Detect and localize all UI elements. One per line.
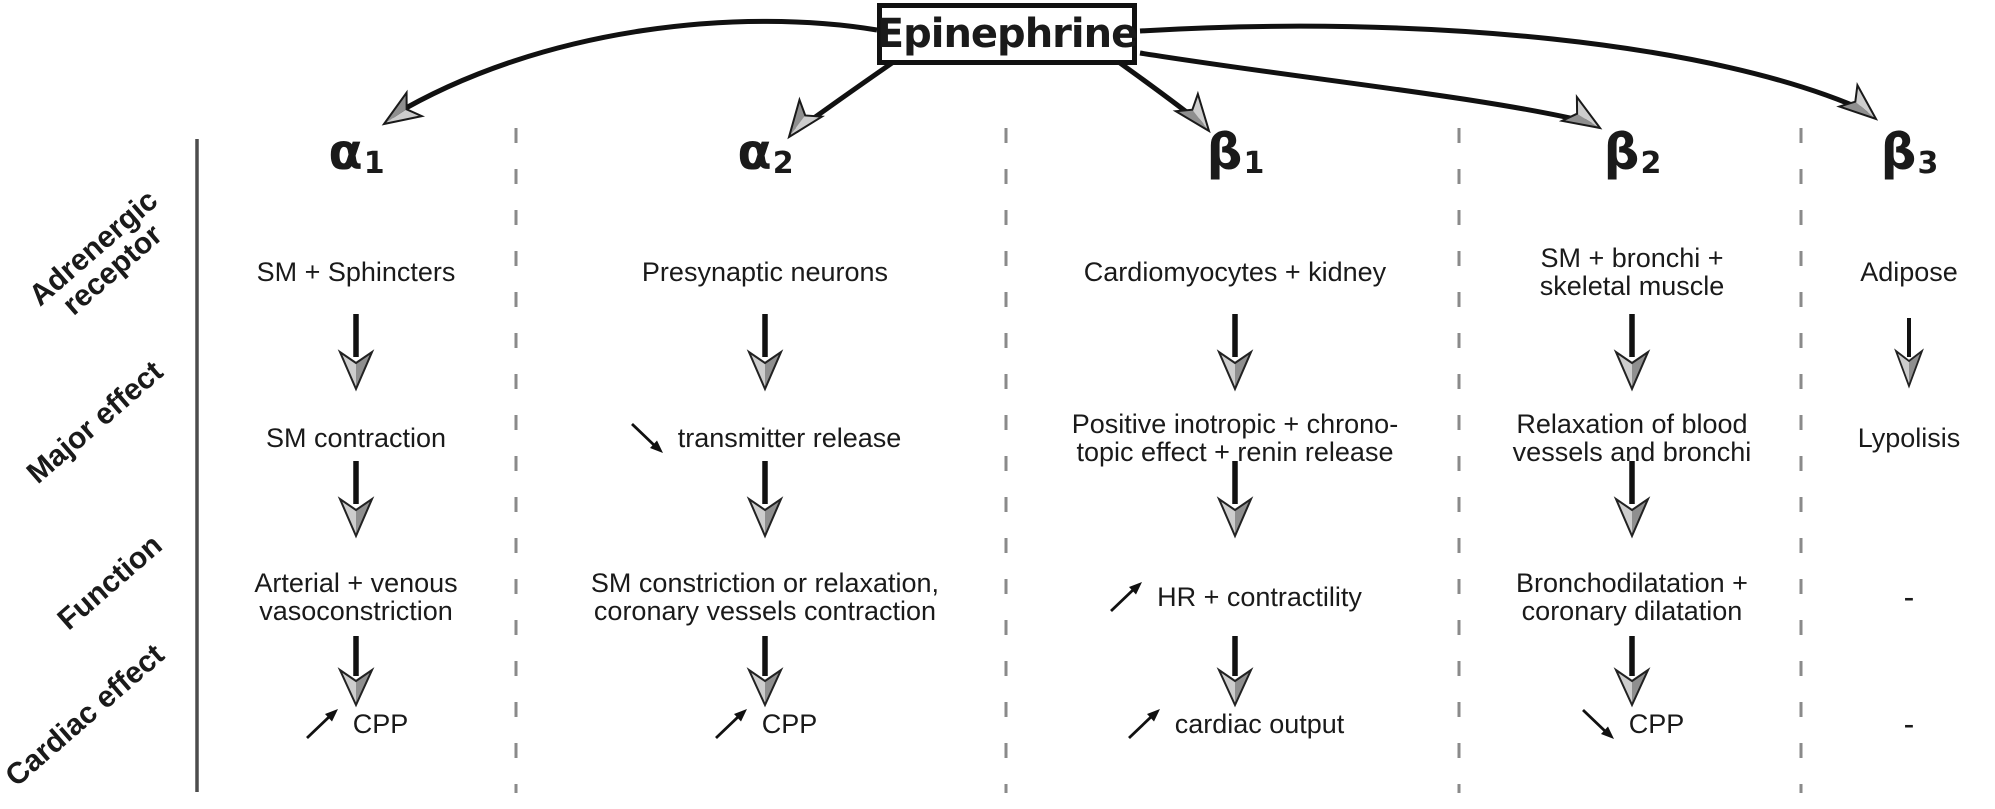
- increase-arrow-icon: [305, 709, 338, 740]
- receptor-subscript: 1: [1243, 146, 1265, 181]
- column-beta2: β2 SM + bronchi + skeletal muscle Relaxa…: [1472, 0, 1792, 809]
- text-line: Presynaptic neurons: [641, 257, 889, 287]
- major-effect-alpha1: SM contraction: [201, 396, 511, 480]
- text-line: Cardiomyocytes + kidney: [1083, 257, 1387, 287]
- text-line: SM + Sphincters: [256, 257, 456, 287]
- cardiac-effect-alpha1: CPP: [201, 692, 511, 756]
- target-tissue-beta1: Cardiomyocytes + kidney: [1015, 230, 1455, 314]
- function-alpha1: Arterial + venous vasoconstriction: [201, 555, 511, 639]
- target-tissue-alpha2: Presynaptic neurons: [530, 230, 1000, 314]
- cardiac-effect-alpha2: CPP: [530, 692, 1000, 756]
- function-beta1: HR + contractility: [1015, 555, 1455, 639]
- text-line: vasoconstriction: [259, 596, 453, 626]
- text-line: cardiac output: [1174, 709, 1345, 739]
- target-tissue-beta3: Adipose: [1814, 230, 1995, 314]
- increase-arrow-icon: [714, 709, 747, 740]
- cardiac-effect-beta1: cardiac output: [1015, 692, 1455, 756]
- function-alpha2: SM constriction or relaxation, coronary …: [530, 555, 1000, 639]
- decrease-arrow-icon: [630, 422, 663, 453]
- text-line: vessels and bronchi: [1512, 437, 1752, 467]
- target-tissue-alpha1: SM + Sphincters: [201, 230, 511, 314]
- receptor-header-beta2: β2: [1472, 122, 1792, 190]
- text-line: SM + bronchi +: [1540, 243, 1724, 273]
- text-line: transmitter release: [677, 423, 902, 453]
- text-line: Adipose: [1860, 257, 1958, 287]
- receptor-letter: β: [1603, 123, 1640, 181]
- epinephrine-node: Epinephrine: [876, 3, 1138, 65]
- text-line: coronary dilatation: [1521, 596, 1743, 626]
- text-line: CPP: [352, 709, 409, 739]
- text-line: HR + contractility: [1157, 582, 1362, 612]
- major-effect-beta2: Relaxation of blood vessels and bronchi: [1472, 396, 1792, 480]
- major-effect-alpha2: transmitter release: [530, 396, 1000, 480]
- receptor-letter: α: [737, 123, 772, 181]
- cardiac-effect-beta2: CPP: [1472, 692, 1792, 756]
- receptor-header-beta3: β3: [1814, 122, 1995, 190]
- text-line: skeletal muscle: [1539, 271, 1725, 301]
- row-label-function: Function: [51, 528, 169, 637]
- function-beta2: Bronchodilatation + coronary dilatation: [1472, 555, 1792, 639]
- receptor-header-beta1: β1: [1015, 122, 1455, 190]
- receptor-subscript: 2: [1640, 146, 1662, 181]
- target-tissue-beta2: SM + bronchi + skeletal muscle: [1472, 230, 1792, 314]
- text-line: Lypolisis: [1857, 423, 1961, 453]
- column-beta3: β3 Adipose Lypolisis - -: [1814, 0, 1995, 809]
- decrease-arrow-icon: [1581, 708, 1614, 739]
- increase-arrow-icon: [1110, 582, 1143, 613]
- text-line: Relaxation of blood: [1516, 409, 1748, 439]
- text-line: Bronchodilatation +: [1516, 568, 1748, 598]
- receptor-letter: β: [1206, 123, 1243, 181]
- text-line: Arterial + venous: [254, 568, 458, 598]
- text-line: -: [1903, 706, 1915, 742]
- function-beta3: -: [1814, 555, 1995, 639]
- column-beta1: β1 Cardiomyocytes + kidney Positive inot…: [1015, 0, 1455, 809]
- text-line: topic effect + renin release: [1076, 437, 1394, 467]
- receptor-letter: α: [328, 123, 363, 181]
- text-line: CPP: [1628, 709, 1685, 739]
- column-alpha2: α2 Presynaptic neurons transmitter relea…: [530, 0, 1000, 809]
- cardiac-effect-beta3: -: [1814, 692, 1995, 756]
- text-line: -: [1903, 579, 1915, 615]
- receptor-subscript: 3: [1917, 146, 1939, 181]
- receptor-subscript: 1: [363, 146, 385, 181]
- text-line: coronary vessels contraction: [593, 596, 937, 626]
- receptor-header-alpha1: α1: [201, 122, 511, 190]
- column-alpha1: α1 SM + Sphincters SM contraction Arteri…: [201, 0, 511, 809]
- increase-arrow-icon: [1127, 709, 1160, 740]
- text-line: Positive inotropic + chrono-: [1071, 409, 1399, 439]
- text-line: SM contraction: [265, 423, 447, 453]
- receptor-letter: β: [1880, 123, 1917, 181]
- major-effect-beta3: Lypolisis: [1814, 396, 1995, 480]
- text-line: CPP: [761, 709, 818, 739]
- receptor-header-alpha2: α2: [530, 122, 1000, 190]
- text-line: SM constriction or relaxation,: [590, 568, 940, 598]
- major-effect-beta1: Positive inotropic + chrono- topic effec…: [1015, 396, 1455, 480]
- epinephrine-label: Epinephrine: [876, 11, 1138, 57]
- receptor-subscript: 2: [772, 146, 794, 181]
